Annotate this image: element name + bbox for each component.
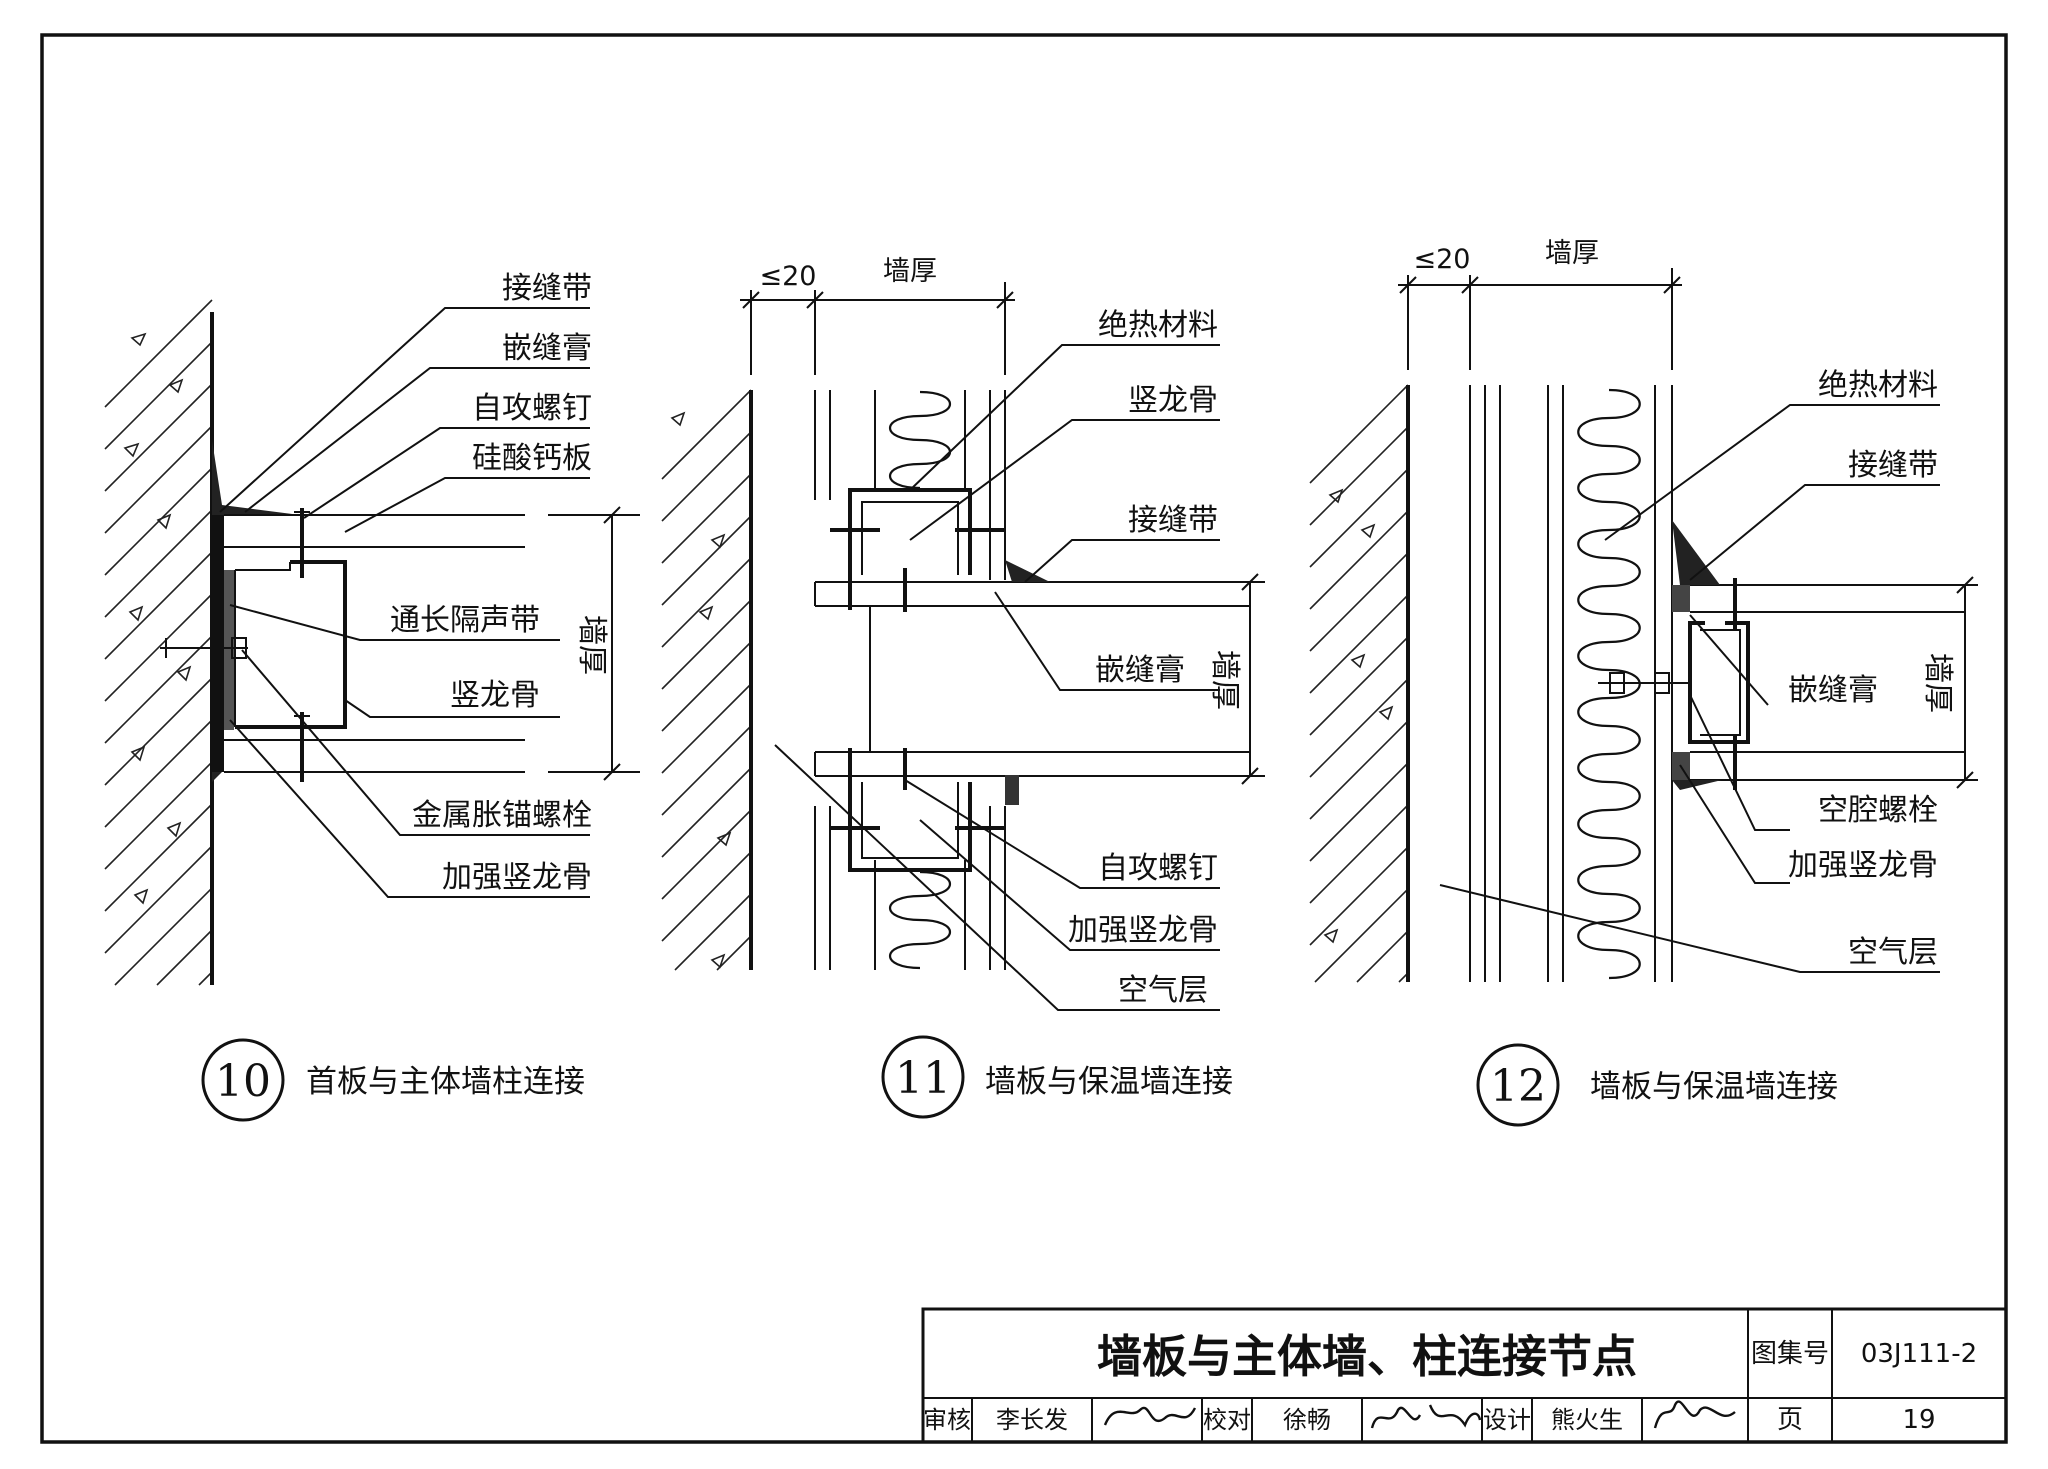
checker-signature — [1370, 1404, 1482, 1429]
d10-sealant-bottom — [212, 772, 300, 782]
d10-joint-tape-label: 接缝带 — [502, 271, 592, 306]
d11-insulation — [874, 390, 966, 970]
d10-acoustic-strip — [212, 515, 224, 772]
d11-joint-compound-label: 嵌缝膏 — [1095, 653, 1185, 688]
d12-wall-thickness-top-label: 墙厚 — [1545, 238, 1599, 269]
d11-number-circle — [881, 1035, 965, 1119]
d12-number: 12 — [1490, 1061, 1546, 1112]
d12-joint-tape-label: 接缝带 — [1848, 448, 1938, 483]
d12-reinforced-stud — [1688, 621, 1750, 744]
d12-cavity-bolt — [1598, 672, 1690, 694]
d11-leaders — [774, 344, 1220, 1011]
d11-sealant — [1005, 560, 1050, 582]
title-block: 墙板与主体墙、柱连接节点 图集号 03J111-2 审核 李长发 校对 徐畅 设… — [921, 1307, 2008, 1444]
designer-name: 熊火生 — [1551, 1406, 1623, 1434]
d12-concrete-wall — [1309, 384, 1410, 983]
d10-wall-thickness-label: 墙厚 — [574, 615, 609, 675]
d10-sealant-top — [212, 440, 300, 515]
d10-leaders — [219, 307, 590, 898]
d11-self-tapping-screw-label: 自攻螺钉 — [1098, 851, 1218, 886]
d10-self-tapping-screw-label: 自攻螺钉 — [472, 391, 592, 426]
review-label: 审核 — [923, 1406, 971, 1434]
d11-wall-thickness-top-label: 墙厚 — [883, 256, 937, 287]
d12-air-layer-label: 空气层 — [1848, 935, 1938, 970]
d12-number-circle — [1476, 1043, 1560, 1127]
d12-top-dims — [1398, 268, 1682, 370]
d10-reinforced-stud-label: 加强竖龙骨 — [442, 860, 592, 895]
detail-10: 墙厚 接缝带 嵌缝膏 自攻螺钉 硅酸钙板 通长隔声带 竖龙骨 金属胀锚螺栓 加强… — [104, 271, 640, 1122]
d11-top-dims — [740, 282, 1015, 375]
reviewer-signature — [1103, 1406, 1197, 1426]
d10-wall-thickness-dim — [548, 506, 640, 781]
d11-wall-thickness-label: 墙厚 — [1207, 650, 1242, 710]
reviewer-name: 李长发 — [996, 1406, 1068, 1434]
d10-acoustic-strip-label: 通长隔声带 — [390, 603, 540, 638]
d10-calcium-silicate-board-label: 硅酸钙板 — [472, 441, 592, 476]
check-label: 校对 — [1203, 1406, 1251, 1434]
d10-vertical-stud-label: 竖龙骨 — [450, 678, 540, 713]
atlas-number: 03J111-2 — [1861, 1339, 1977, 1369]
d11-wall-thickness-dim — [1185, 573, 1265, 785]
page-label: 页 — [1777, 1405, 1803, 1435]
d11-joint-tape-label: 接缝带 — [1128, 503, 1218, 538]
d12-wall-thickness-label: 墙厚 — [1920, 653, 1955, 713]
d10-anchor-bolt — [160, 637, 248, 659]
d10-metal-anchor-bolt-label: 金属胀锚螺栓 — [412, 798, 592, 833]
design-label: 设计 — [1483, 1406, 1531, 1434]
atlas-label: 图集号 — [1751, 1339, 1829, 1369]
d12-caption: 墙板与保温墙连接 — [1590, 1069, 1838, 1105]
detail-12: ≤20 墙厚 — [1309, 238, 1978, 1127]
d10-screws — [294, 508, 310, 782]
d10-concrete-wall — [104, 299, 214, 986]
d11-number: 11 — [895, 1053, 951, 1104]
d12-sealant — [1672, 520, 1720, 585]
d11-insulation-label: 绝热材料 — [1098, 308, 1218, 343]
checker-name: 徐畅 — [1283, 1406, 1331, 1434]
d10-acoustic-band — [224, 570, 234, 730]
d11-reinforced-stud-label: 加强竖龙骨 — [1068, 913, 1218, 948]
designer-signature — [1653, 1400, 1736, 1429]
d11-concrete-wall — [661, 389, 753, 971]
page-number: 19 — [1902, 1405, 1935, 1435]
sheet-title: 墙板与主体墙、柱连接节点 — [1097, 1330, 1637, 1383]
d12-joint-compound-label: 嵌缝膏 — [1788, 673, 1878, 708]
d12-leaders — [1439, 404, 1940, 973]
detail-11: ≤20 墙厚 — [661, 256, 1265, 1119]
d10-caption: 首板与主体墙柱连接 — [306, 1064, 585, 1100]
d10-vertical-stud — [235, 560, 347, 729]
d12-reinforced-stud-label: 加强竖龙骨 — [1788, 848, 1938, 883]
d10-number-circle — [201, 1038, 285, 1122]
d11-gap-dim-label: ≤20 — [760, 261, 817, 292]
d12-wall-thickness-dim — [1920, 576, 1978, 789]
d11-caption: 墙板与保温墙连接 — [985, 1064, 1233, 1100]
d10-number: 10 — [215, 1056, 271, 1107]
d10-joint-compound-label: 嵌缝膏 — [502, 331, 592, 366]
d12-cavity-bolt-label: 空腔螺栓 — [1818, 793, 1938, 828]
d11-air-layer-label: 空气层 — [1118, 973, 1208, 1008]
d11-screws — [830, 528, 1005, 830]
d11-vertical-stud-label: 竖龙骨 — [1128, 383, 1218, 418]
d12-insulation-label: 绝热材料 — [1818, 368, 1938, 403]
d12-gap-dim-label: ≤20 — [1414, 244, 1471, 275]
